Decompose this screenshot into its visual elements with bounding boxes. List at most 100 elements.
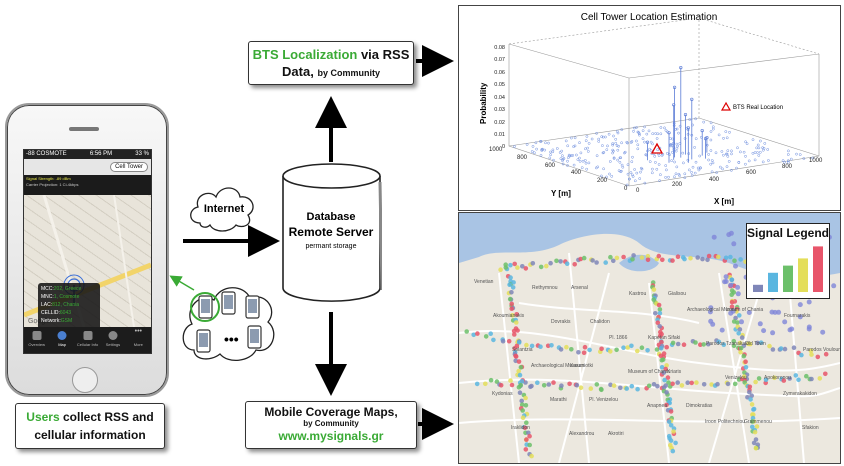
chart-legend: BTS Real Location	[720, 101, 783, 111]
sample-point	[786, 160, 790, 164]
coverage-point	[778, 346, 784, 351]
home-button[interactable]	[72, 367, 98, 393]
sample-point	[639, 170, 642, 174]
sample-point	[739, 150, 742, 154]
map-label: Archaeological Museum	[531, 363, 584, 369]
coverage-point	[747, 389, 752, 395]
tab-overview[interactable]: Overview	[24, 327, 49, 353]
coverage-point	[693, 340, 698, 345]
tab-settings[interactable]: Settings	[100, 327, 125, 353]
sample-point	[584, 139, 588, 143]
sample-point	[709, 149, 713, 152]
tab-cellular-info[interactable]: Cellular Info	[75, 327, 100, 353]
coverage-point	[756, 376, 762, 381]
coverage-point	[728, 282, 734, 288]
coverage-point	[608, 349, 613, 354]
sample-point	[787, 149, 790, 153]
sample-point	[675, 127, 679, 131]
coverage-point	[732, 381, 738, 387]
sample-point	[690, 170, 693, 174]
sample-point	[631, 173, 634, 177]
sample-point	[656, 132, 660, 136]
coverage-point	[524, 437, 529, 442]
coverage-point	[733, 315, 738, 321]
coverage-point	[559, 383, 564, 388]
spike-tip	[683, 112, 688, 117]
database-line2: Remote Server	[289, 225, 374, 239]
sample-point	[699, 166, 702, 170]
signal-legend: Signal Legend	[746, 223, 830, 299]
lac-row: LAC:812, Chania	[41, 301, 97, 309]
cellid-row: CELLID:6043	[41, 309, 97, 317]
sample-point	[651, 167, 654, 171]
coverage-point	[614, 347, 619, 353]
sample-point	[758, 150, 762, 154]
coverage-point	[733, 263, 738, 269]
y-axis-label: Y [m]	[551, 189, 571, 198]
coverage-points	[464, 230, 837, 459]
sample-point	[601, 135, 605, 139]
sample-point	[629, 171, 633, 174]
sample-point	[667, 175, 670, 179]
cell-tower-button[interactable]: Cell Tower	[110, 162, 148, 172]
sample-point	[722, 153, 725, 157]
sample-point	[673, 160, 676, 164]
sample-point	[610, 174, 614, 178]
sample-point	[573, 144, 577, 148]
sample-point	[619, 169, 623, 173]
tab-more[interactable]: •••More	[126, 327, 151, 353]
z-ticks: 0.08 0.07 0.06 0.05 0.04 0.03 0.02 0.01 …	[494, 45, 505, 150]
legend-item: BTS Real Location	[733, 105, 783, 111]
sample-point	[561, 162, 565, 166]
coverage-point	[594, 260, 599, 265]
mysignals-url[interactable]: www.mysignals.gr	[278, 429, 384, 443]
sample-point	[742, 150, 746, 154]
coverage-map[interactable]: VenetianArsenalGialisouEkstasiRethymnouK…	[458, 212, 841, 464]
coverage-point	[716, 339, 722, 345]
map-streets	[459, 252, 840, 463]
sample-point	[614, 137, 618, 141]
sample-point	[755, 146, 759, 150]
sample-point	[638, 132, 641, 136]
coverage-point	[517, 372, 523, 378]
coverage-point	[729, 304, 735, 310]
coverage-point	[731, 241, 737, 247]
sample-point	[665, 168, 668, 172]
coverage-point	[741, 353, 747, 359]
sample-point	[543, 148, 547, 152]
sample-point	[687, 168, 691, 172]
phone-speaker	[69, 127, 99, 131]
sample-point	[693, 171, 697, 175]
street	[459, 378, 840, 398]
sample-point	[547, 141, 550, 145]
map-label: Grammenou	[744, 419, 772, 425]
coverage-point	[782, 346, 788, 352]
sample-point	[795, 152, 798, 156]
coverage-point	[511, 280, 516, 285]
coverage-point	[737, 340, 743, 346]
coverage-point	[498, 383, 504, 388]
tab-map[interactable]: Map	[49, 327, 74, 353]
coverage-point	[809, 376, 814, 382]
sample-point	[663, 126, 666, 130]
probability-spikes	[645, 65, 709, 163]
coverage-point	[548, 260, 553, 266]
globe-icon	[57, 331, 67, 340]
sample-point	[643, 181, 647, 185]
coverage-point	[625, 345, 630, 350]
coverage-point	[646, 383, 652, 389]
sample-point	[600, 135, 604, 139]
sample-point	[711, 125, 715, 129]
spike-tip	[672, 103, 676, 107]
phone-map[interactable]: Google MCC:202, Greece MNC:1, Cosmote LA…	[24, 195, 151, 331]
coverage-point	[739, 335, 745, 340]
coverage-point	[629, 383, 635, 389]
sample-point	[757, 154, 761, 157]
database-line1: Database	[307, 211, 356, 223]
sample-point	[670, 159, 673, 163]
sample-point	[616, 158, 620, 162]
sample-point	[725, 165, 729, 168]
sample-point	[581, 159, 585, 163]
sample-point	[661, 152, 665, 156]
